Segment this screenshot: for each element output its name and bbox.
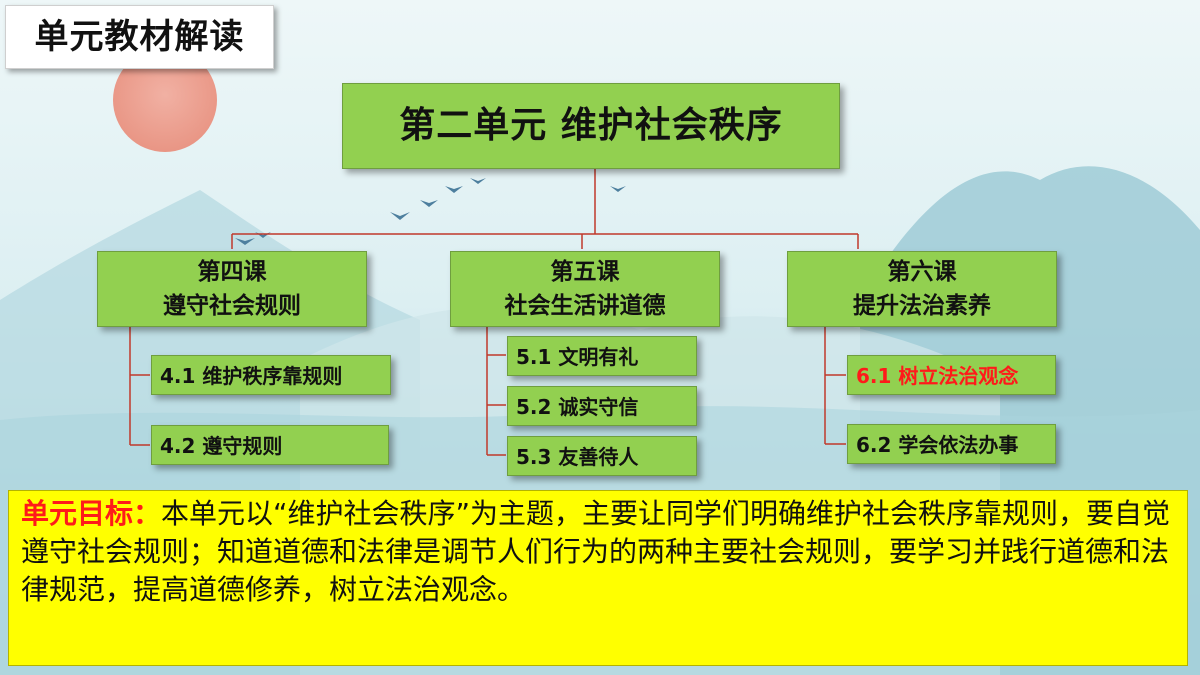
lesson-subtitle: 社会生活讲道德 <box>504 293 666 319</box>
lesson-subtitle: 提升法治素养 <box>853 293 991 319</box>
lesson-subtitle: 遵守社会规则 <box>163 293 301 319</box>
topic-4-1: 4.1 维护秩序靠规则 <box>151 355 391 395</box>
goal-label: 单元目标： <box>21 497 162 530</box>
lesson-5-box: 第五课 社会生活讲道德 <box>450 251 720 327</box>
lesson-4-box: 第四课 遵守社会规则 <box>97 251 367 327</box>
topic-6-1: 6.1 树立法治观念 <box>847 355 1056 395</box>
lesson-name: 第四课 <box>197 259 267 285</box>
topic-4-2: 4.2 遵守规则 <box>151 425 389 465</box>
topic-5-3: 5.3 友善待人 <box>507 436 697 476</box>
birds-icon <box>235 178 626 245</box>
lesson-name: 第五课 <box>550 259 620 285</box>
sun-icon <box>113 48 217 152</box>
topic-5-1: 5.1 文明有礼 <box>507 336 697 376</box>
goal-text: 本单元以“维护社会秩序”为主题，主要让同学们明确维护社会秩序靠规则，要自觉遵守社… <box>21 497 1171 606</box>
lesson-name: 第六课 <box>887 259 957 285</box>
topic-5-2: 5.2 诚实守信 <box>507 386 697 426</box>
lesson-6-box: 第六课 提升法治素养 <box>787 251 1057 327</box>
section-title: 单元教材解读 <box>5 5 274 69</box>
unit-title: 第二单元 维护社会秩序 <box>342 83 840 169</box>
unit-goal-box: 单元目标：本单元以“维护社会秩序”为主题，主要让同学们明确维护社会秩序靠规则，要… <box>8 490 1188 666</box>
topic-6-2: 6.2 学会依法办事 <box>847 424 1056 464</box>
